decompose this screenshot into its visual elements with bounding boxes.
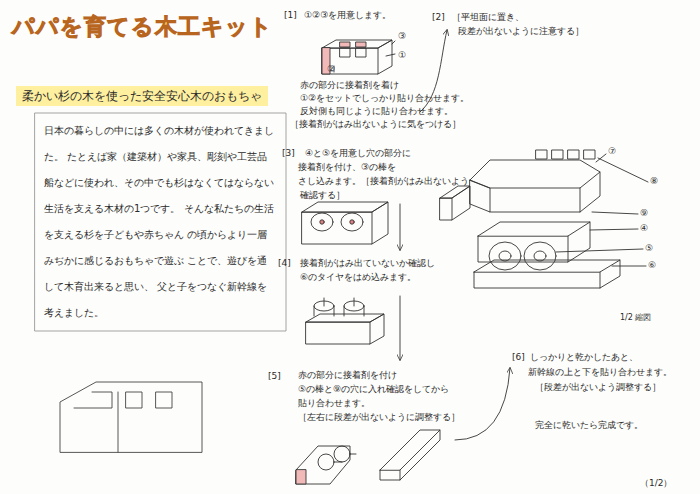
instruction-text: 反対側も同じように貼り合わせます。: [300, 106, 453, 117]
instruction-text: ⑥のタイヤをはめ込みます。: [300, 272, 416, 283]
flow-arrow: [455, 368, 510, 440]
subtitle-text: 柔かい杉の木を使った安全安心木のおもちゃ: [22, 87, 262, 105]
subtitle-band: 柔かい杉の木を使った安全安心木のおもちゃ: [16, 86, 268, 106]
exploded-view: [440, 150, 648, 288]
callout-number: ⑨: [640, 208, 648, 219]
instruction-text: ①②をセットでしっかり貼り合わせます。: [300, 93, 469, 104]
instruction-text: 段差が出ないように注意する］: [458, 26, 584, 37]
instruction-text: 1/2 縮図: [620, 312, 651, 323]
step1-parts: [322, 40, 395, 74]
body-text: 日本の暮らしの中には多くの木材が使われてきました。 たとえば家（建築材）や家具、…: [44, 118, 277, 326]
flow-arrow: [400, 204, 401, 250]
instruction-text: 接着剤を付け、③の棒を: [298, 162, 396, 173]
instruction-text: しっかりと乾かしたあと、: [530, 352, 638, 363]
instruction-text: [4]: [278, 258, 291, 269]
callout-number: ⑤: [645, 243, 653, 254]
instruction-text: [2]: [432, 12, 445, 23]
instruction-text: ［平坦面に置き、: [452, 12, 524, 23]
instruction-text: 完全に乾いたら完成です。: [535, 420, 643, 431]
instruction-text: ④と⑤を用意し穴の部分に: [305, 148, 411, 159]
callout-number: ①: [398, 50, 406, 61]
instruction-text: さし込みます。［接着剤がはみ出ないよう: [298, 176, 469, 187]
flow-arrow: [400, 296, 401, 360]
instruction-text: 貼り合わせます。: [298, 398, 370, 409]
instruction-text: 接着剤がはみ出ていないか確認し: [300, 258, 435, 269]
instruction-text: ［左右に段差が出ないように調整する］: [298, 412, 460, 423]
instruction-text: 確認する］: [300, 190, 345, 201]
instruction-text: ⑤の棒と⑨の穴に入れ確認をしてから: [298, 384, 449, 395]
instruction-text: 新幹線の上と下を貼り合わせます。: [528, 367, 672, 378]
callout-number: ④: [640, 223, 648, 234]
instruction-text: ［段差が出ないよう調整する］: [535, 382, 661, 393]
callout-number: ③: [398, 31, 406, 42]
instruction-text: [1]: [284, 10, 297, 21]
callout-number: ⑦: [608, 146, 616, 157]
callout-number: ②: [327, 64, 335, 75]
instruction-text: [3]: [282, 148, 295, 159]
text-frame: [35, 113, 286, 331]
instruction-text: [6]: [512, 352, 525, 363]
callout-number: ⑥: [648, 260, 656, 271]
train-sketch: [60, 382, 202, 452]
instruction-text: 赤の部分に接着剤を付け: [298, 370, 397, 381]
instruction-text: [5]: [268, 371, 281, 382]
instruction-text: ①②③を用意します。: [304, 10, 391, 21]
instruction-text: 赤の部分に接着剤を着け: [300, 80, 399, 91]
step4-parts: [306, 298, 384, 344]
instruction-text: ［接着剤がはみ出ないように気をつける］: [290, 119, 461, 130]
step3-parts: [302, 202, 388, 244]
instruction-text: （1/2）: [640, 478, 672, 489]
title: パパを育てる木工キット: [12, 12, 273, 42]
description-box: 日本の暮らしの中には多くの木材が使われてきました。 たとえば家（建築材）や家具、…: [36, 114, 285, 330]
step5-parts: [296, 430, 440, 484]
callout-number: ⑧: [650, 176, 658, 187]
